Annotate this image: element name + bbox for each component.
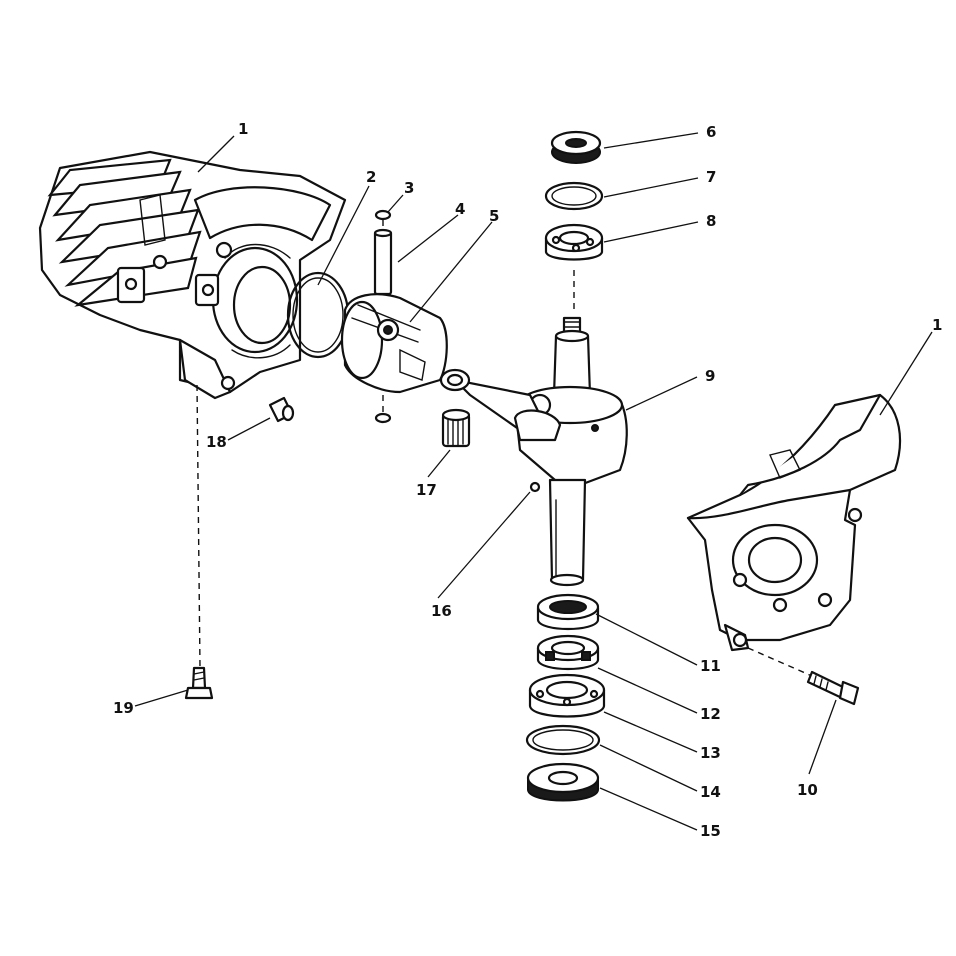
top-seal (550, 130, 602, 164)
dowel-pin (268, 396, 295, 423)
leader-18 (227, 417, 271, 441)
leader-14 (599, 744, 698, 792)
bottom-seal (526, 762, 600, 802)
label-bearing-bottom: 13 (700, 744, 721, 762)
label-snap-ring-bottom: 14 (700, 783, 721, 801)
label-screw-cylinder: 19 (113, 699, 134, 717)
leader-13 (603, 711, 698, 753)
cylinder-crankcase (38, 150, 347, 400)
leader-6 (603, 132, 699, 149)
leader-15 (599, 787, 698, 831)
leader-5 (409, 221, 493, 323)
thrust-washer (536, 593, 600, 630)
label-seal-top: 6 (706, 123, 716, 141)
cylinder-screw (184, 384, 214, 700)
crankshaft (439, 316, 628, 587)
leader-16 (437, 491, 531, 599)
label-piston-ring: 2 (366, 168, 376, 186)
label-piston-pin: 4 (455, 200, 465, 218)
label-crankcase-half: 1 (932, 316, 942, 334)
piston (340, 293, 448, 394)
leader-7 (603, 177, 699, 198)
leader-12 (597, 667, 698, 714)
label-crankshaft: 9 (705, 367, 715, 385)
leader-3 (387, 194, 404, 213)
bottom-snap-ring (525, 724, 601, 756)
leader-19 (134, 689, 189, 707)
leader-1-right (879, 331, 933, 416)
label-needle-bearing: 17 (416, 481, 437, 499)
crankcase-half (686, 393, 902, 652)
label-snap-ring-top: 7 (706, 168, 716, 186)
top-ball-bearing (544, 223, 604, 261)
leader-4 (397, 214, 459, 263)
top-snap-ring (544, 181, 604, 211)
bottom-ball-bearing (528, 673, 606, 718)
label-seal-bottom: 15 (700, 822, 721, 840)
leader-9 (625, 376, 698, 411)
label-ball: 16 (431, 602, 452, 620)
label-screw-crankcase: 10 (797, 781, 818, 799)
label-bearing-cage: 12 (700, 705, 721, 723)
crankcase-screw (747, 647, 860, 706)
label-cylinder-crankcase: 1 (238, 120, 248, 138)
leader-17 (427, 449, 451, 478)
label-dowel-pin: 18 (206, 433, 227, 451)
retaining-ring-bottom (374, 412, 392, 424)
needle-bearing (441, 408, 471, 448)
piston-pin (373, 228, 393, 296)
leader-11 (595, 613, 698, 666)
part-labels: 1 2 3 4 5 6 7 8 9 1 10 11 12 13 14 15 16… (113, 120, 942, 840)
ball (529, 481, 541, 493)
leader-2 (317, 185, 370, 286)
bearing-cage (536, 634, 600, 670)
label-thrust-washer: 11 (700, 657, 721, 675)
leader-10 (808, 699, 837, 775)
label-retaining-ring: 3 (404, 179, 414, 197)
leader-lines (134, 132, 933, 831)
leader-1-left (197, 135, 235, 173)
leader-8 (603, 221, 699, 243)
label-piston: 5 (489, 207, 499, 225)
label-bearing-top: 8 (706, 212, 716, 230)
retaining-ring-top (374, 209, 392, 221)
